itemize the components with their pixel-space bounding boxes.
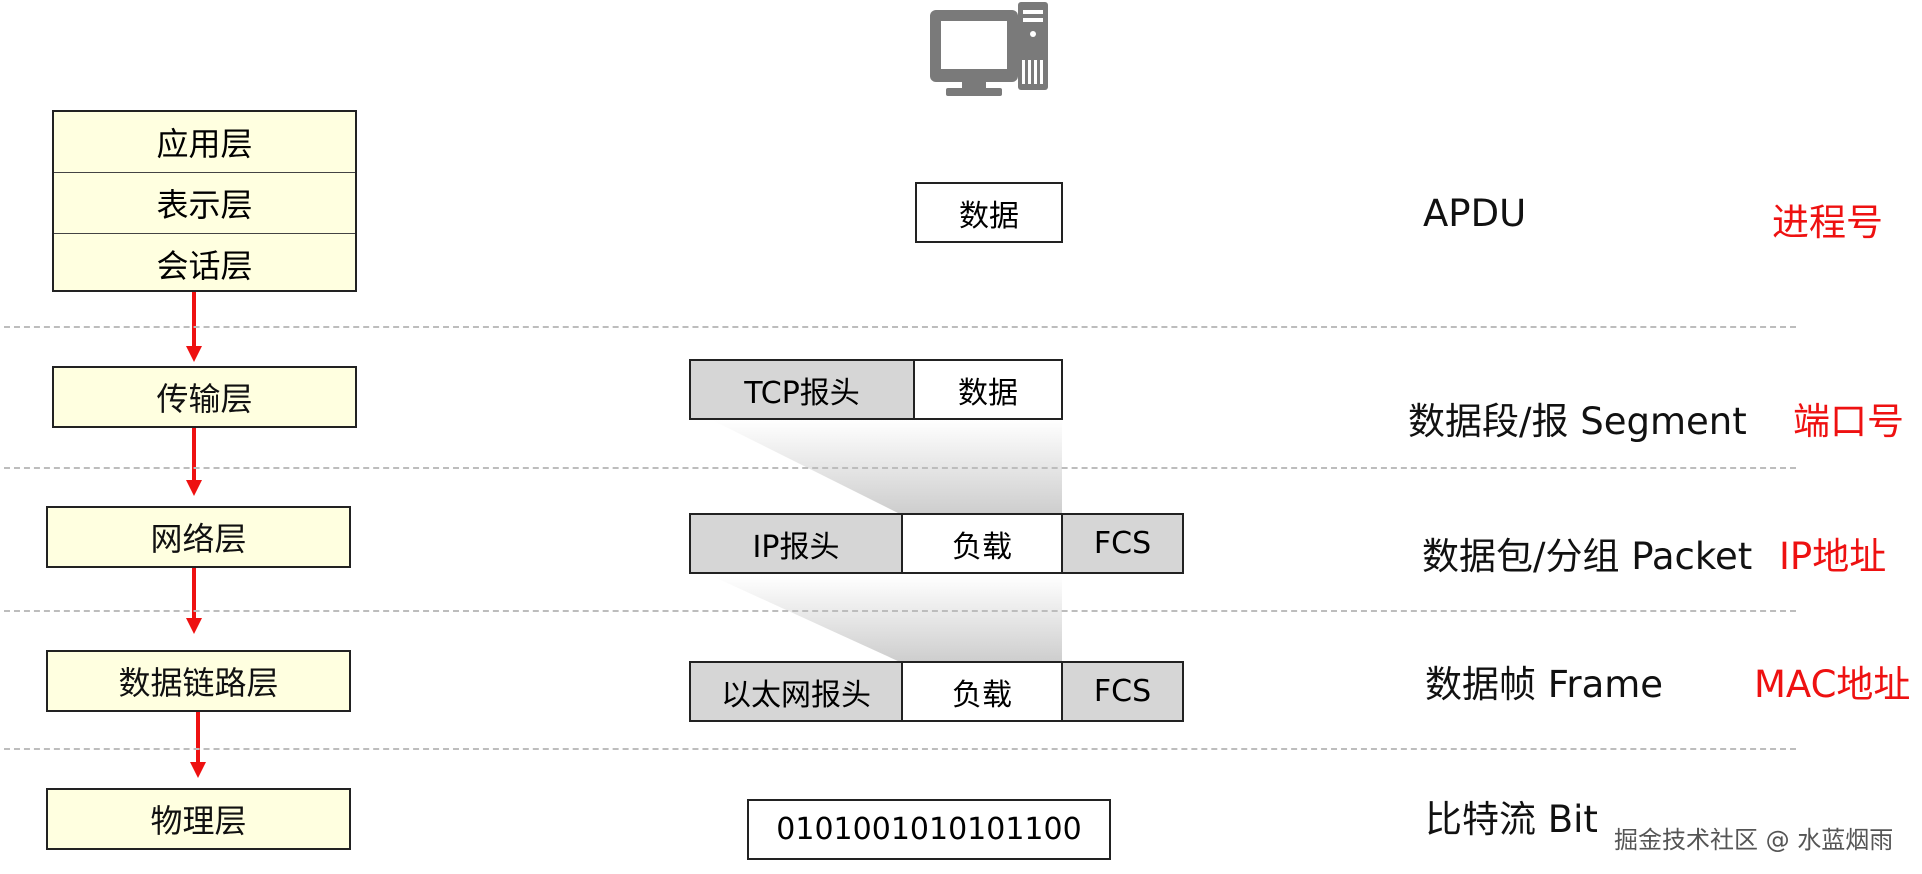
encapsulation-funnel-ip-eth (712, 576, 1062, 662)
ip-payload-field: 负载 (903, 515, 1063, 572)
computer-icon (930, 2, 1048, 96)
separator-3 (4, 610, 1796, 612)
unit-frame: 数据帧 Frame (1425, 663, 1664, 706)
arrow-network-datalink (186, 568, 202, 634)
arrow-transport-network (186, 428, 202, 496)
unit-apdu: APDU (1423, 192, 1527, 235)
ethernet-header-field: 以太网报头 (691, 663, 903, 720)
ip-header-field: IP报头 (691, 515, 903, 572)
packet-frame: 以太网报头 负载 FCS (689, 661, 1184, 722)
apdu-data-field: 数据 (917, 184, 1061, 241)
layer-transport: 传输层 (52, 366, 357, 428)
ethernet-fcs-field: FCS (1063, 663, 1182, 720)
layer-presentation: 表示层 (54, 173, 355, 234)
address-process: 进程号 (1772, 201, 1883, 244)
layer-physical: 物理层 (46, 788, 351, 850)
unit-packet: 数据包/分组 Packet (1422, 535, 1753, 578)
ethernet-payload-field: 负载 (903, 663, 1063, 720)
address-ip: IP地址 (1779, 535, 1887, 578)
tcp-header-field: TCP报头 (691, 361, 915, 418)
separator-1 (4, 326, 1796, 328)
arrow-session-transport (186, 291, 202, 362)
bit-stream-field: 0101001010101100 (749, 801, 1109, 858)
packet-segment: TCP报头 数据 (689, 359, 1063, 420)
packet-bits: 0101001010101100 (747, 799, 1111, 860)
packet-apdu: 数据 (915, 182, 1063, 243)
address-port: 端口号 (1793, 400, 1904, 443)
ip-fcs-field: FCS (1063, 515, 1182, 572)
upper-layers-stack: 应用层 表示层 会话层 (52, 110, 357, 292)
layer-application: 应用层 (54, 112, 355, 173)
layer-network: 网络层 (46, 506, 351, 568)
unit-bit: 比特流 Bit (1425, 798, 1598, 841)
unit-segment: 数据段/报 Segment (1408, 400, 1747, 443)
arrow-datalink-physical (190, 712, 206, 778)
separator-4 (4, 748, 1796, 750)
separator-2 (4, 467, 1796, 469)
layer-session: 会话层 (156, 247, 253, 285)
layer-datalink: 数据链路层 (46, 650, 351, 712)
address-mac: MAC地址 (1754, 663, 1911, 706)
tcp-data-field: 数据 (915, 361, 1061, 418)
packet-ip: IP报头 负载 FCS (689, 513, 1184, 574)
watermark: 掘金技术社区 @ 水蓝烟雨 (1614, 826, 1894, 854)
